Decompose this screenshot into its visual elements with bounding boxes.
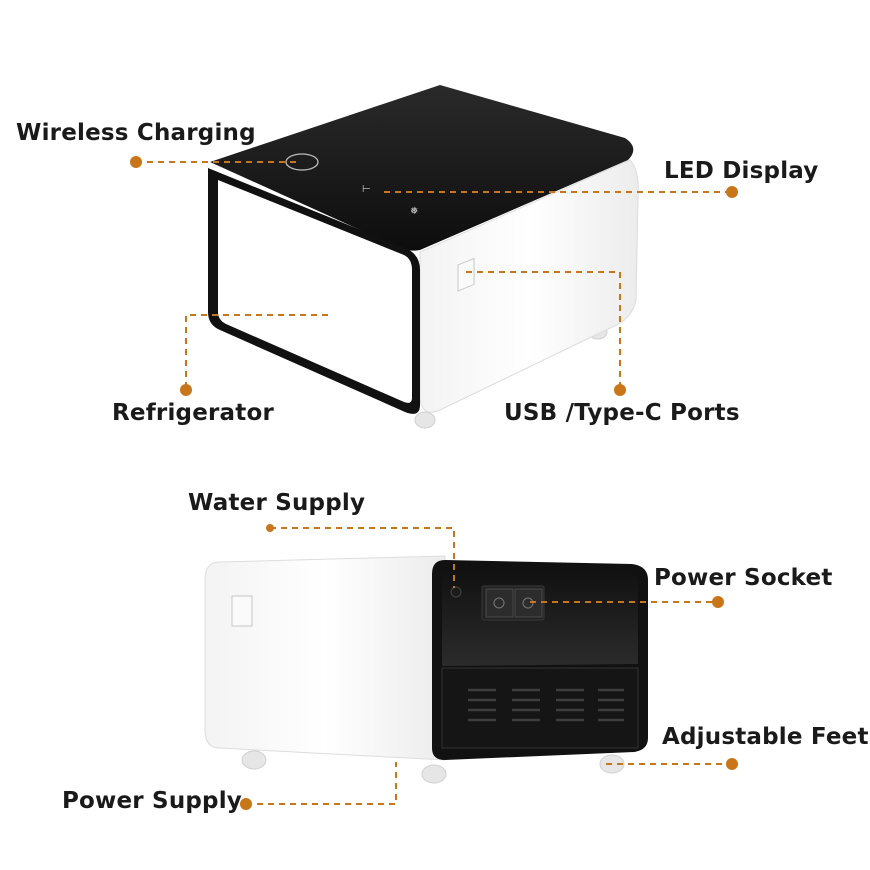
side-handle — [231, 595, 253, 627]
leader-power-supply — [246, 762, 397, 805]
dot-power-socket — [712, 596, 724, 608]
leader-refrigerator — [185, 314, 332, 388]
label-wireless-charging: Wireless Charging — [16, 120, 256, 146]
dot-adjustable-feet — [726, 758, 738, 770]
callout-leaders — [136, 161, 732, 805]
label-refrigerator: Refrigerator — [112, 400, 275, 426]
label-power-supply: Power Supply — [62, 788, 242, 814]
refrigerator-door — [218, 180, 412, 403]
dot-led-display — [726, 186, 738, 198]
fridge-side-panel — [204, 555, 446, 761]
fridge-front-view: ⊢ ❅ — [208, 85, 639, 429]
fridge-side-panel — [419, 159, 639, 413]
dot-wireless-charging — [130, 156, 142, 168]
label-power-socket: Power Socket — [654, 565, 833, 591]
water-supply-port — [450, 586, 462, 598]
led-icon: ⊢ — [362, 184, 371, 195]
rear-foot — [241, 750, 267, 770]
vent-panel — [441, 667, 639, 749]
dot-water-supply — [266, 524, 274, 532]
front-foot-left — [414, 411, 436, 429]
label-led-display: LED Display — [664, 158, 819, 184]
dot-refrigerator — [180, 384, 192, 396]
label-adjustable-feet: Adjustable Feet — [662, 724, 869, 750]
label-water-supply: Water Supply — [188, 490, 366, 516]
vent-slots — [468, 688, 624, 722]
fridge-top-glass — [210, 85, 634, 251]
leader-water-supply — [270, 527, 455, 588]
leader-usb-ports — [466, 271, 621, 388]
callout-dots — [130, 156, 738, 810]
usb-port-panel — [457, 257, 475, 292]
wireless-charging-pad — [285, 153, 319, 171]
led-icon: ❅ — [410, 206, 418, 217]
rear-foot — [421, 764, 447, 784]
dot-power-supply — [240, 798, 252, 810]
dot-usb-ports — [614, 384, 626, 396]
label-usb-ports: USB /Type-C Ports — [504, 400, 740, 426]
fridge-rear-view — [204, 555, 648, 784]
